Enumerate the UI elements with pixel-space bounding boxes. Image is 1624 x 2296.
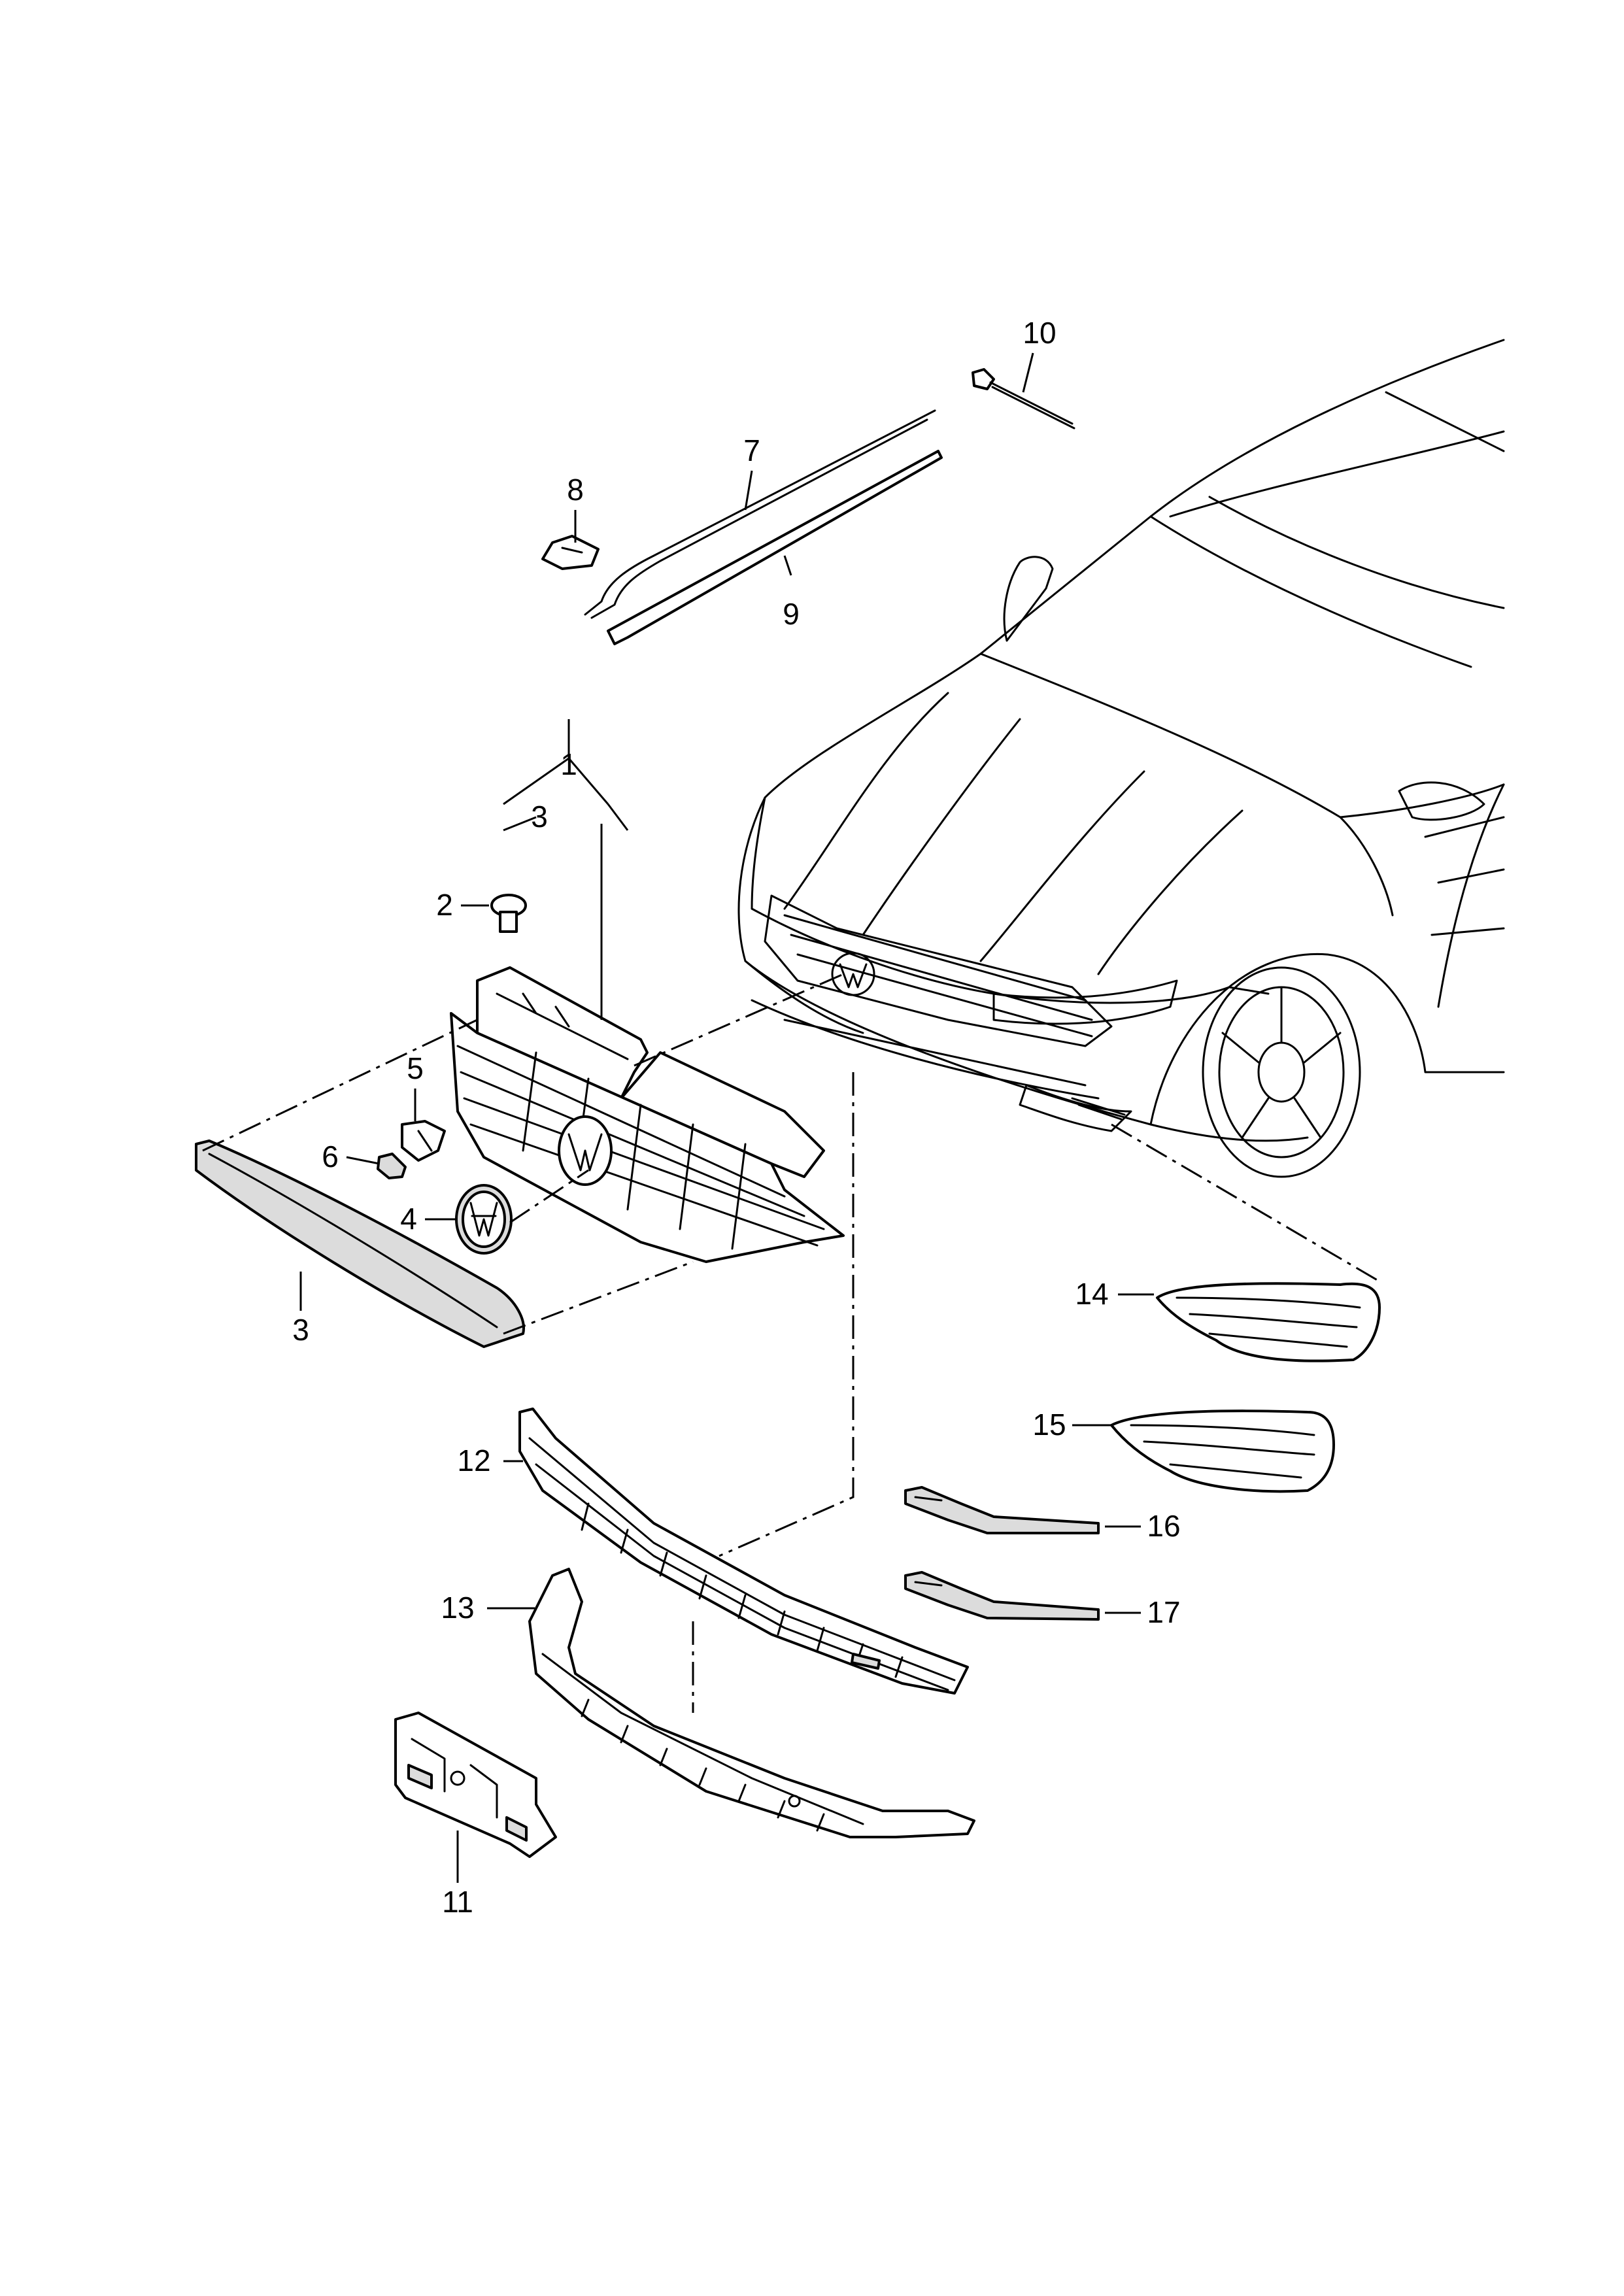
vehicle-front-view bbox=[737, 339, 1505, 1178]
callout-12: 12 bbox=[457, 1443, 490, 1477]
callout-14: 14 bbox=[1075, 1277, 1108, 1311]
part-11-license-bracket bbox=[394, 1712, 557, 1858]
part-6-clip bbox=[377, 1153, 407, 1179]
callout-3-upper: 3 bbox=[531, 800, 548, 834]
callout-labels: 1 2 3 3 4 5 6 7 8 9 10 11 12 13 14 15 16… bbox=[292, 316, 1180, 1919]
part-4-emblem bbox=[455, 1184, 513, 1255]
part-14-cover bbox=[1156, 1282, 1381, 1362]
callout-4: 4 bbox=[400, 1202, 417, 1236]
part-16-trim-strip bbox=[904, 1486, 1100, 1534]
part-17-trim-strip bbox=[904, 1571, 1100, 1621]
part-15-cover bbox=[1110, 1410, 1335, 1493]
part-2-screw bbox=[490, 894, 527, 933]
part-8-clip bbox=[541, 535, 600, 570]
callout-7: 7 bbox=[743, 433, 760, 467]
part-1-radiator-grille bbox=[450, 966, 845, 1263]
callout-15: 15 bbox=[1032, 1408, 1066, 1442]
part-3-trim-strip bbox=[195, 1140, 525, 1348]
assembly-lines bbox=[202, 973, 1380, 1713]
callout-8: 8 bbox=[567, 473, 584, 507]
callout-13: 13 bbox=[441, 1591, 474, 1625]
callout-11: 11 bbox=[442, 1885, 473, 1919]
callout-6: 6 bbox=[322, 1140, 339, 1173]
part-7-seal-strip bbox=[584, 409, 936, 619]
callout-2: 2 bbox=[436, 888, 453, 922]
callout-16: 16 bbox=[1147, 1509, 1180, 1543]
callout-10: 10 bbox=[1023, 316, 1056, 350]
part-13-spoiler bbox=[528, 1568, 975, 1838]
callout-3-lower: 3 bbox=[292, 1313, 309, 1347]
part-12-lower-grille bbox=[518, 1408, 969, 1695]
part-9-seal-strip bbox=[607, 450, 943, 645]
callout-9: 9 bbox=[783, 597, 800, 631]
callout-5: 5 bbox=[407, 1051, 424, 1085]
callout-17: 17 bbox=[1147, 1595, 1180, 1629]
part-10-fastener bbox=[972, 368, 1075, 430]
leader-lines bbox=[299, 352, 1154, 1883]
part-5-bracket bbox=[401, 1120, 446, 1162]
callout-1: 1 bbox=[560, 747, 577, 781]
